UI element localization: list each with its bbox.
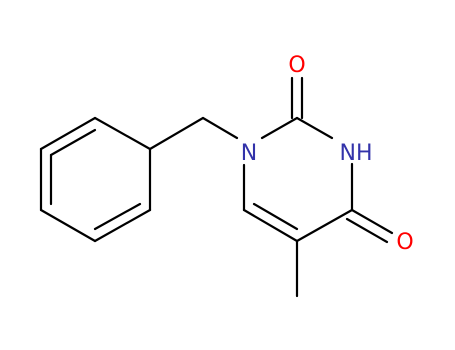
bond-ch2-n1 <box>201 116 239 140</box>
atom-n1-label: N <box>241 141 257 166</box>
benzene-ring <box>39 116 152 243</box>
bond-c4-o4-a <box>350 208 394 235</box>
bond-n1-c2 <box>260 116 299 140</box>
atom-o4-label: O <box>396 230 413 255</box>
bond-ring-1 <box>39 116 97 151</box>
bond-ring-4 <box>93 208 152 243</box>
atom-o2-label: O <box>288 53 305 78</box>
bond-ring-2 <box>93 116 152 151</box>
bond-c5-c6 <box>242 208 299 243</box>
pyrimidine-ring <box>242 116 354 243</box>
bond-ring-inner-2 <box>93 202 142 231</box>
bond-c2-n3 <box>295 116 334 140</box>
bond-ring-5 <box>39 208 97 243</box>
bond-benzyl-ch2 <box>148 116 205 151</box>
bond-ring-inner-1 <box>49 128 97 157</box>
atom-n3-label: NH <box>340 141 373 166</box>
bond-c5-c6-inner <box>252 202 299 231</box>
bond-c4-o4-b <box>345 217 389 244</box>
bond-c4-c5 <box>295 208 354 243</box>
